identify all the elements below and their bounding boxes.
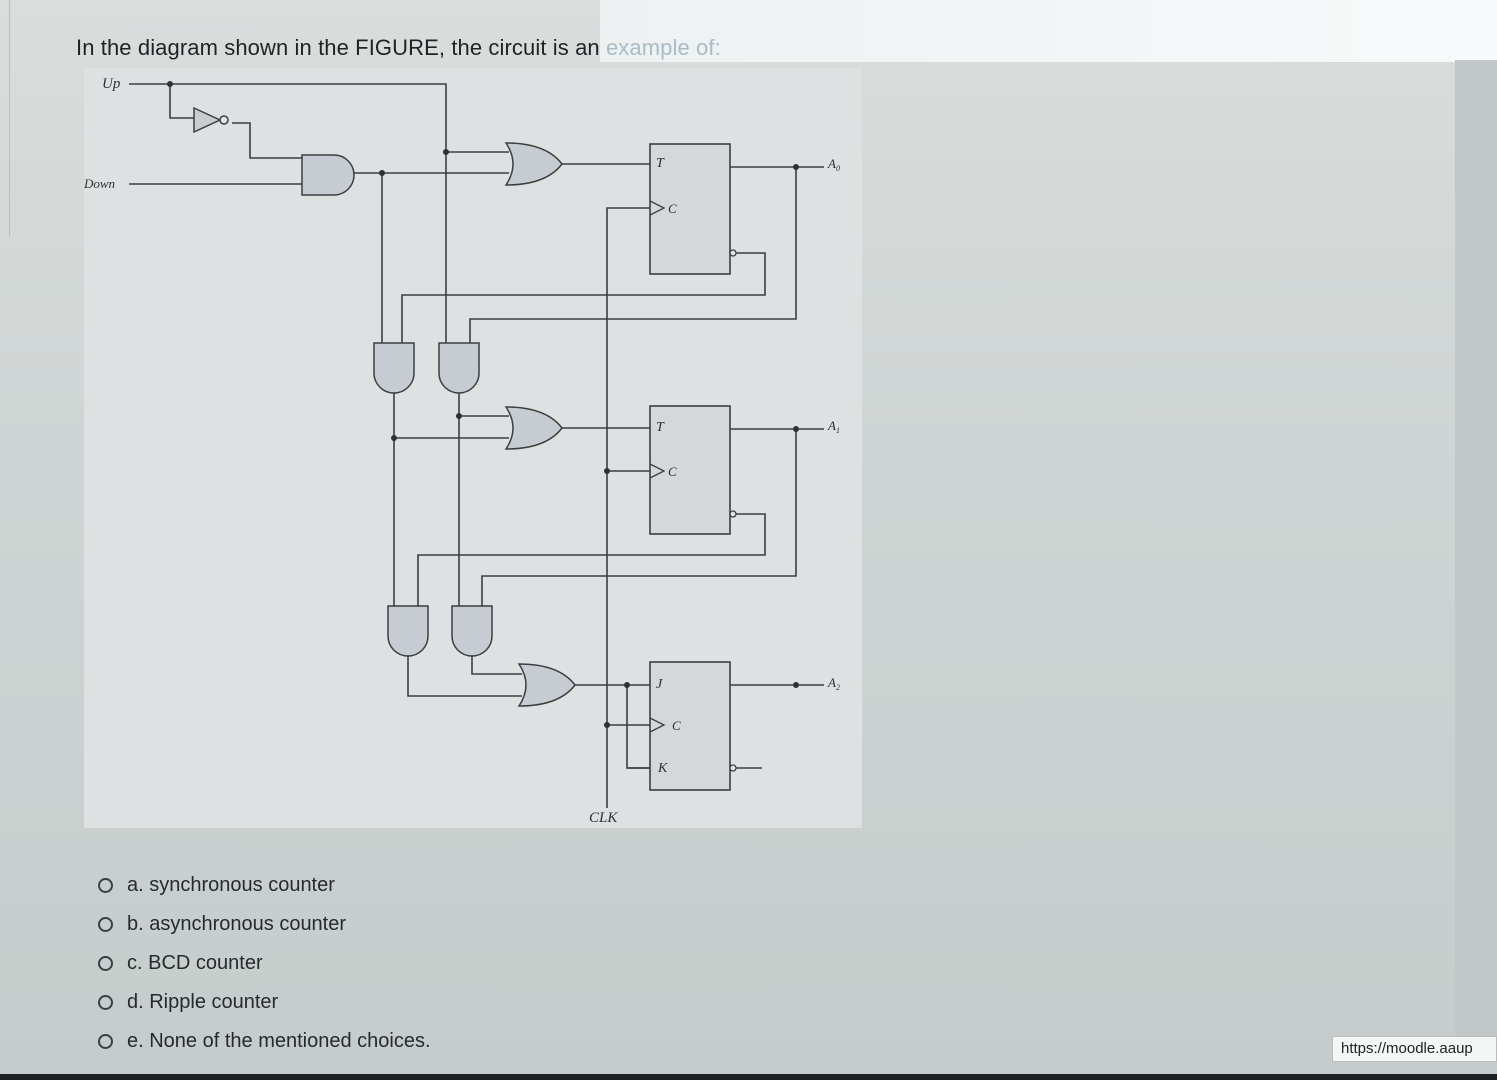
a2-subscript: 2: [836, 683, 840, 692]
clk-label: CLK: [589, 810, 618, 826]
a1-subscript: 1: [836, 426, 840, 435]
radio-button[interactable]: [98, 878, 113, 893]
question-prefix: In the diagram shown in the FIGURE, the …: [76, 35, 606, 60]
question-faded: example of:: [605, 35, 721, 60]
option-label: d. Ripple counter: [127, 991, 279, 1013]
a0-label: A0: [827, 156, 840, 173]
answer-options: a. synchronous counter b. asynchronous c…: [98, 866, 431, 1061]
option-c[interactable]: c. BCD counter: [98, 944, 431, 983]
a2-letter: A: [827, 675, 836, 690]
circuit-figure: Up Down T C T C J C K A0 A1 A2 CLK: [84, 68, 862, 828]
up-label: Up: [102, 76, 121, 92]
radio-button[interactable]: [98, 956, 113, 971]
ff1-c-label: C: [668, 464, 677, 479]
ff1-t-label: T: [656, 420, 665, 435]
option-d[interactable]: d. Ripple counter: [98, 983, 431, 1022]
screen-glare: [600, 0, 1497, 62]
down-label: Down: [84, 176, 115, 191]
ff2-c-label: C: [672, 718, 681, 733]
left-edge-panel: [0, 0, 10, 236]
option-e[interactable]: e. None of the mentioned choices.: [98, 1022, 431, 1061]
taskbar-edge: [0, 1074, 1497, 1080]
ff0-t-label: T: [656, 156, 665, 171]
ff2-k-label: K: [657, 761, 668, 776]
circuit-diagram: Up Down T C T C J C K A0 A1 A2 CLK: [84, 76, 840, 826]
radio-button[interactable]: [98, 995, 113, 1010]
a1-letter: A: [827, 418, 836, 433]
radio-button[interactable]: [98, 1034, 113, 1049]
option-b[interactable]: b. asynchronous counter: [98, 905, 431, 944]
option-a[interactable]: a. synchronous counter: [98, 866, 431, 905]
ff0-c-label: C: [668, 201, 677, 216]
option-label: b. asynchronous counter: [127, 913, 347, 935]
question-text: In the diagram shown in the FIGURE, the …: [76, 35, 721, 61]
option-label: a. synchronous counter: [127, 874, 335, 896]
a1-label: A1: [827, 418, 840, 435]
ff2-j-label: J: [656, 677, 663, 692]
radio-button[interactable]: [98, 917, 113, 932]
status-url: https://moodle.aaup: [1332, 1036, 1497, 1062]
right-pane: [1455, 60, 1497, 1050]
a0-letter: A: [827, 156, 836, 171]
option-label: e. None of the mentioned choices.: [127, 1030, 431, 1052]
option-label: c. BCD counter: [127, 952, 263, 974]
a0-subscript: 0: [836, 164, 840, 173]
a2-label: A2: [827, 675, 840, 692]
